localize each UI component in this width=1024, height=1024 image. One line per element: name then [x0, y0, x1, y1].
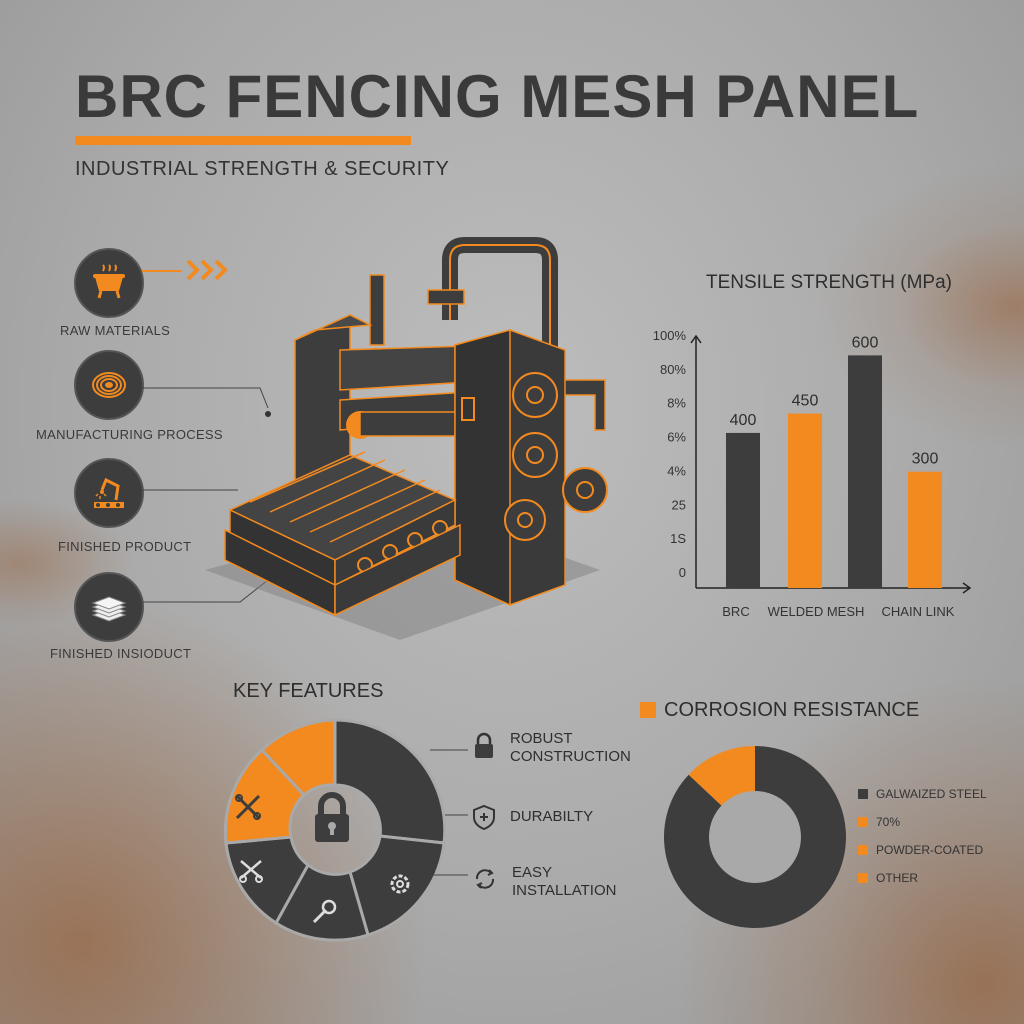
- stacked-panels-icon: [74, 572, 144, 642]
- lock-icon: [472, 732, 496, 765]
- feature-durability: DURABILTY: [510, 808, 594, 825]
- corrosion-title: CORROSION RESISTANCE: [664, 699, 920, 721]
- process-step-raw-materials: [74, 248, 144, 318]
- y-tick-label: 80%: [660, 362, 686, 377]
- scissors-icon: [238, 858, 264, 889]
- x-tick-label: WELDED MESH: [768, 604, 865, 619]
- step-label-raw-materials: RAW MATERIALS: [60, 323, 171, 338]
- padlock-icon: [312, 792, 352, 849]
- legend-item: POWDER-COATED: [858, 843, 987, 857]
- y-tick-label: 4%: [667, 463, 686, 478]
- cauldron-icon: [74, 248, 144, 318]
- legend-swatch: [858, 873, 868, 883]
- features-title: KEY FEATURES: [233, 680, 384, 702]
- y-axis-arrow: [690, 334, 702, 344]
- legend-swatch: [858, 817, 868, 827]
- legend-item: GALWAIZED STEEL: [858, 787, 987, 801]
- chart-bar: [788, 413, 822, 588]
- corrosion-legend: GALWAIZED STEEL 70% POWDER-COATED OTHER: [858, 787, 987, 885]
- chevron-arrows-icon: [186, 258, 238, 287]
- bar-value-label: 300: [912, 451, 939, 468]
- tools-icon: [233, 792, 263, 827]
- feature-robust: ROBUST CONSTRUCTION: [510, 730, 631, 765]
- page-title: BRC FENCING MESH PANEL: [75, 63, 920, 130]
- feature-easy-installation: EASY INSTALLATION: [512, 864, 617, 899]
- legend-swatch: [858, 789, 868, 799]
- x-tick-label: CHAIN LINK: [882, 604, 955, 619]
- y-tick-label: 1S: [670, 531, 686, 546]
- page-subtitle: INDUSTRIAL STRENGTH & SECURITY: [75, 158, 450, 180]
- x-tick-label: BRC: [722, 604, 749, 619]
- wrench-icon: [310, 898, 338, 931]
- process-step-finished-stack: [74, 572, 144, 642]
- x-axis-arrow: [962, 582, 972, 594]
- gear-icon: [386, 870, 414, 903]
- bar-value-label: 450: [792, 393, 819, 410]
- bar-value-label: 400: [730, 412, 757, 429]
- feature-leader-lines: [430, 749, 468, 876]
- process-step-finished-product: [74, 458, 144, 528]
- process-step-manufacturing: [74, 350, 144, 420]
- chart-bar: [908, 471, 942, 588]
- title-underline: [75, 136, 411, 145]
- chart-bar: [726, 432, 760, 588]
- mesh-machine-icon: [200, 230, 620, 655]
- y-tick-label: 25: [672, 497, 686, 512]
- corrosion-title-marker: [640, 702, 656, 718]
- cycle-icon: [472, 866, 498, 897]
- legend-item: OTHER: [858, 871, 987, 885]
- robot-arm-icon: [74, 458, 144, 528]
- y-tick-label: 6%: [667, 430, 686, 445]
- wire-coil-icon: [74, 350, 144, 420]
- donut-hole: [709, 791, 801, 883]
- legend-item: 70%: [858, 815, 987, 829]
- bar-value-label: 600: [852, 334, 879, 351]
- y-tick-label: 0: [679, 565, 686, 580]
- step-label-finished-stack: FINISHED INSIODUCT: [50, 646, 192, 661]
- chart-bar: [848, 355, 882, 588]
- step-label-finished-product: FINISHED PRODUCT: [58, 539, 192, 554]
- y-tick-label: 8%: [667, 396, 686, 411]
- connector-line: [142, 270, 182, 272]
- corrosion-donut: [664, 746, 846, 928]
- step-label-manufacturing: MANUFACTURING PROCESS: [36, 427, 223, 442]
- chart-title: TENSILE STRENGTH (MPa): [706, 272, 952, 293]
- shield-icon: [472, 804, 496, 835]
- y-tick-label: 100%: [653, 328, 687, 343]
- legend-swatch: [858, 845, 868, 855]
- features-donut: [223, 718, 447, 942]
